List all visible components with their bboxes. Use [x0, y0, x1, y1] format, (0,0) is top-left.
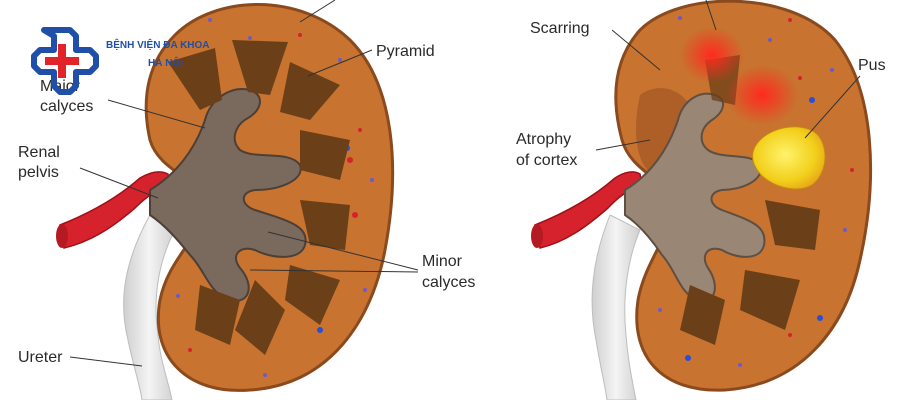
label-pus: Pus — [858, 57, 886, 74]
pus-pocket — [752, 126, 826, 190]
scarring-areas — [680, 27, 798, 125]
ureter-tube — [123, 214, 176, 400]
ureter-tube-right — [591, 214, 641, 400]
infected-kidney-labels: Scarring Pus Atrophy of cortex — [516, 0, 886, 169]
label-renal-pelvis-1: Renal — [18, 144, 60, 161]
label-ureter: Ureter — [18, 349, 63, 366]
label-major-calyces-2: calyces — [40, 98, 93, 115]
normal-kidney-labels: Pyramid Major calyces Renal pelvis Minor… — [18, 0, 475, 367]
label-pyramid: Pyramid — [376, 43, 435, 60]
cortex-speckles — [176, 18, 374, 377]
label-minor-calyces-2: calyces — [422, 274, 475, 291]
label-atrophy-2: of cortex — [516, 152, 577, 169]
logo-name-line1: BỆNH VIỆN ĐA KHOA — [106, 38, 210, 51]
logo-name-line2: HÀ NỘI — [148, 56, 183, 69]
cortex-speckles-right — [658, 16, 854, 367]
infected-kidney — [531, 0, 873, 400]
cross-inner-icon — [45, 44, 79, 78]
hospital-logo: BỆNH VIỆN ĐA KHOA HÀ NỘI — [31, 27, 210, 95]
label-scarring: Scarring — [530, 20, 590, 37]
pyramids — [168, 40, 350, 355]
label-minor-calyces-1: Minor — [422, 253, 463, 270]
label-renal-pelvis-2: pelvis — [18, 164, 59, 181]
label-atrophy-1: Atrophy — [516, 131, 571, 148]
cross-icon — [31, 27, 99, 95]
normal-kidney — [56, 3, 395, 400]
